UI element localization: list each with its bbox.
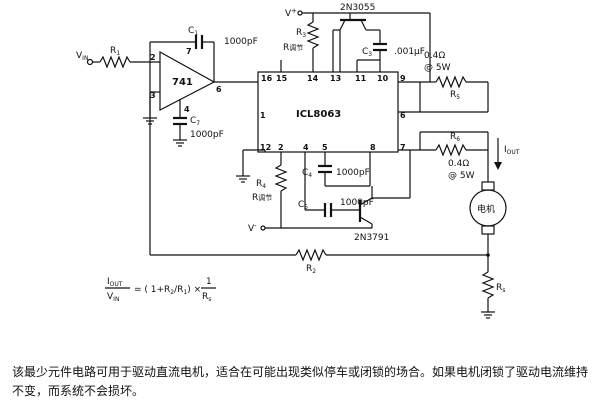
ic-icl8063: ICL8063 16 15 14 13 11 10 9 1 6 12 2 4 5… [257, 71, 406, 153]
resistor-r2: R2 [295, 248, 327, 275]
motor: 电机 [469, 181, 507, 235]
svg-text:1: 1 [206, 277, 212, 287]
svg-text:16: 16 [261, 74, 273, 83]
svg-text:电机: 电机 [477, 203, 495, 215]
capacitor-c3: C3 .001μF [362, 42, 425, 58]
transfer-formula: IOUT VIN = ( 1+R2/R1) × 1 Rs [105, 277, 216, 303]
svg-text:0.4Ω: 0.4Ω [448, 159, 469, 169]
svg-text:R3: R3 [296, 28, 306, 39]
svg-text:.001μF: .001μF [394, 47, 425, 57]
vin-input: VIN [76, 51, 94, 66]
svg-text:C4: C4 [302, 168, 312, 179]
svg-text:6: 6 [216, 85, 222, 94]
svg-text:12: 12 [260, 143, 271, 152]
svg-text:C5: C5 [298, 200, 308, 211]
capacitor-c7: C7 1000pF [173, 116, 224, 140]
svg-text:2N3055: 2N3055 [340, 3, 375, 13]
resistor-r6: R6 0.4Ω @ 5W [435, 132, 475, 181]
svg-text:15: 15 [276, 74, 288, 83]
resistor-rs: Rs [481, 271, 505, 299]
svg-text:14: 14 [307, 74, 319, 83]
svg-text:7: 7 [400, 143, 406, 152]
svg-text:R调节: R调节 [283, 43, 303, 53]
resistor-r5: 0.4Ω @ 5W R5 [424, 51, 467, 101]
svg-text:R2: R2 [306, 264, 316, 275]
ground-symbol [173, 139, 187, 147]
svg-text:@ 5W: @ 5W [448, 171, 475, 181]
caption-text: 该最少元件电路可用于驱动直流电机，适合在可能出现类似停车或闭锁的场合。如果电机闭… [12, 365, 589, 398]
svg-text:Rs: Rs [202, 292, 211, 303]
svg-text:1000pF: 1000pF [340, 198, 374, 208]
svg-text:13: 13 [330, 74, 341, 83]
resistor-r1: R1 [93, 46, 160, 69]
svg-text:Rs: Rs [496, 283, 505, 294]
svg-text:11: 11 [355, 74, 367, 83]
opamp-741: 741 2 3 7 4 6 [150, 47, 222, 114]
svg-text:R6: R6 [450, 132, 460, 143]
transistor-2n3791: 2N3791 [354, 186, 389, 243]
svg-text:2N3791: 2N3791 [354, 233, 389, 243]
vminus-terminal: V- [248, 222, 266, 234]
svg-text:R5: R5 [450, 90, 460, 101]
capacitor-c4: C4 1000pF [302, 164, 370, 179]
svg-text:0.4Ω: 0.4Ω [424, 51, 445, 61]
svg-text:C1: C1 [188, 26, 198, 37]
svg-text:1000pF: 1000pF [336, 168, 370, 178]
svg-text:R4: R4 [256, 179, 266, 190]
svg-text:10: 10 [377, 74, 389, 83]
svg-text:1000pF: 1000pF [224, 37, 258, 47]
svg-text:4: 4 [184, 105, 190, 114]
resistor-r3: R3 R调节 [283, 21, 320, 53]
svg-text:IOUT: IOUT [504, 145, 520, 156]
svg-text:2: 2 [150, 53, 156, 62]
resistor-r4: R4 R调节 [252, 164, 288, 203]
capacitor-c5: C5 1000pF [298, 198, 374, 217]
svg-text:4: 4 [303, 143, 309, 152]
svg-text:9: 9 [400, 74, 406, 83]
svg-text:2: 2 [278, 143, 284, 152]
circuit-schematic: VIN R1 C1 1000pF 741 2 3 7 4 6 C7 1000pF [76, 3, 520, 319]
ground-symbol [236, 175, 250, 183]
svg-text:1: 1 [260, 111, 266, 120]
svg-text:ICL8063: ICL8063 [296, 109, 341, 120]
svg-text:IOUT: IOUT [107, 277, 123, 288]
svg-text:C7: C7 [190, 116, 200, 127]
svg-text:3: 3 [150, 91, 156, 100]
svg-text:5: 5 [322, 143, 328, 152]
vplus-terminal: V+ [285, 7, 303, 19]
svg-text:@ 5W: @ 5W [424, 63, 451, 73]
svg-text:6: 6 [400, 111, 406, 120]
svg-text:1000pF: 1000pF [190, 130, 224, 140]
svg-text:= ( 1+R2/R1) ×: = ( 1+R2/R1) × [134, 285, 201, 296]
svg-text:VIN: VIN [76, 51, 88, 62]
svg-text:R1: R1 [110, 46, 120, 57]
svg-text:R调节: R调节 [252, 193, 272, 203]
svg-text:VIN: VIN [107, 292, 119, 303]
svg-text:7: 7 [186, 47, 192, 56]
svg-text:741: 741 [172, 77, 193, 88]
transistor-2n3055: 2N3055 [339, 3, 380, 72]
capacitor-c1: C1 1000pF [188, 26, 258, 49]
current-arrow-iout: IOUT [494, 138, 520, 170]
svg-text:V+: V+ [285, 7, 297, 19]
svg-text:8: 8 [370, 143, 376, 152]
ground-symbol [481, 311, 495, 319]
svg-text:C3: C3 [362, 47, 372, 58]
svg-text:V-: V- [248, 222, 257, 234]
